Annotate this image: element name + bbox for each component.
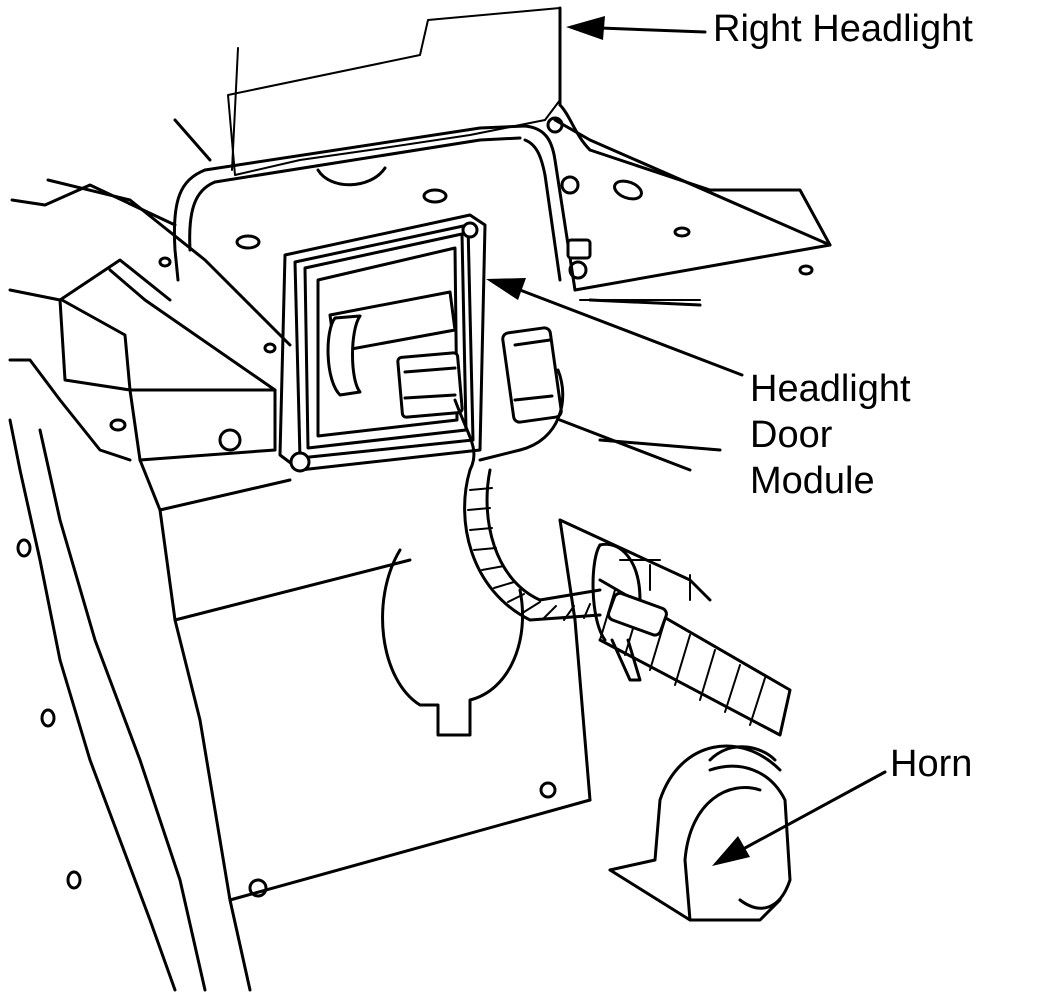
leader-arrows [486, 16, 887, 866]
right-headlight [227, 6, 562, 176]
label-module-line-1: Headlight [750, 368, 911, 410]
label-right-headlight-text: Right Headlight [713, 8, 973, 50]
headlight-door-module [278, 213, 563, 473]
left-body-panel [8, 178, 592, 992]
arrow-headlight-door-module [486, 278, 526, 300]
label-right-headlight: Right Headlight [713, 6, 973, 52]
label-horn-text: Horn [890, 743, 973, 785]
panel-cutout [381, 548, 525, 737]
label-horn: Horn [890, 741, 972, 787]
radiator-support [172, 103, 832, 307]
label-module-line-2: Door [750, 414, 833, 456]
horn [608, 744, 792, 922]
label-headlight-door-module: Headlight Door Module [750, 366, 911, 504]
lower-right-structure [558, 418, 722, 602]
arrow-horn [712, 836, 750, 866]
wiring-harness [453, 368, 792, 737]
arrow-right-headlight [566, 16, 605, 40]
label-module-line-3: Module [750, 460, 875, 502]
